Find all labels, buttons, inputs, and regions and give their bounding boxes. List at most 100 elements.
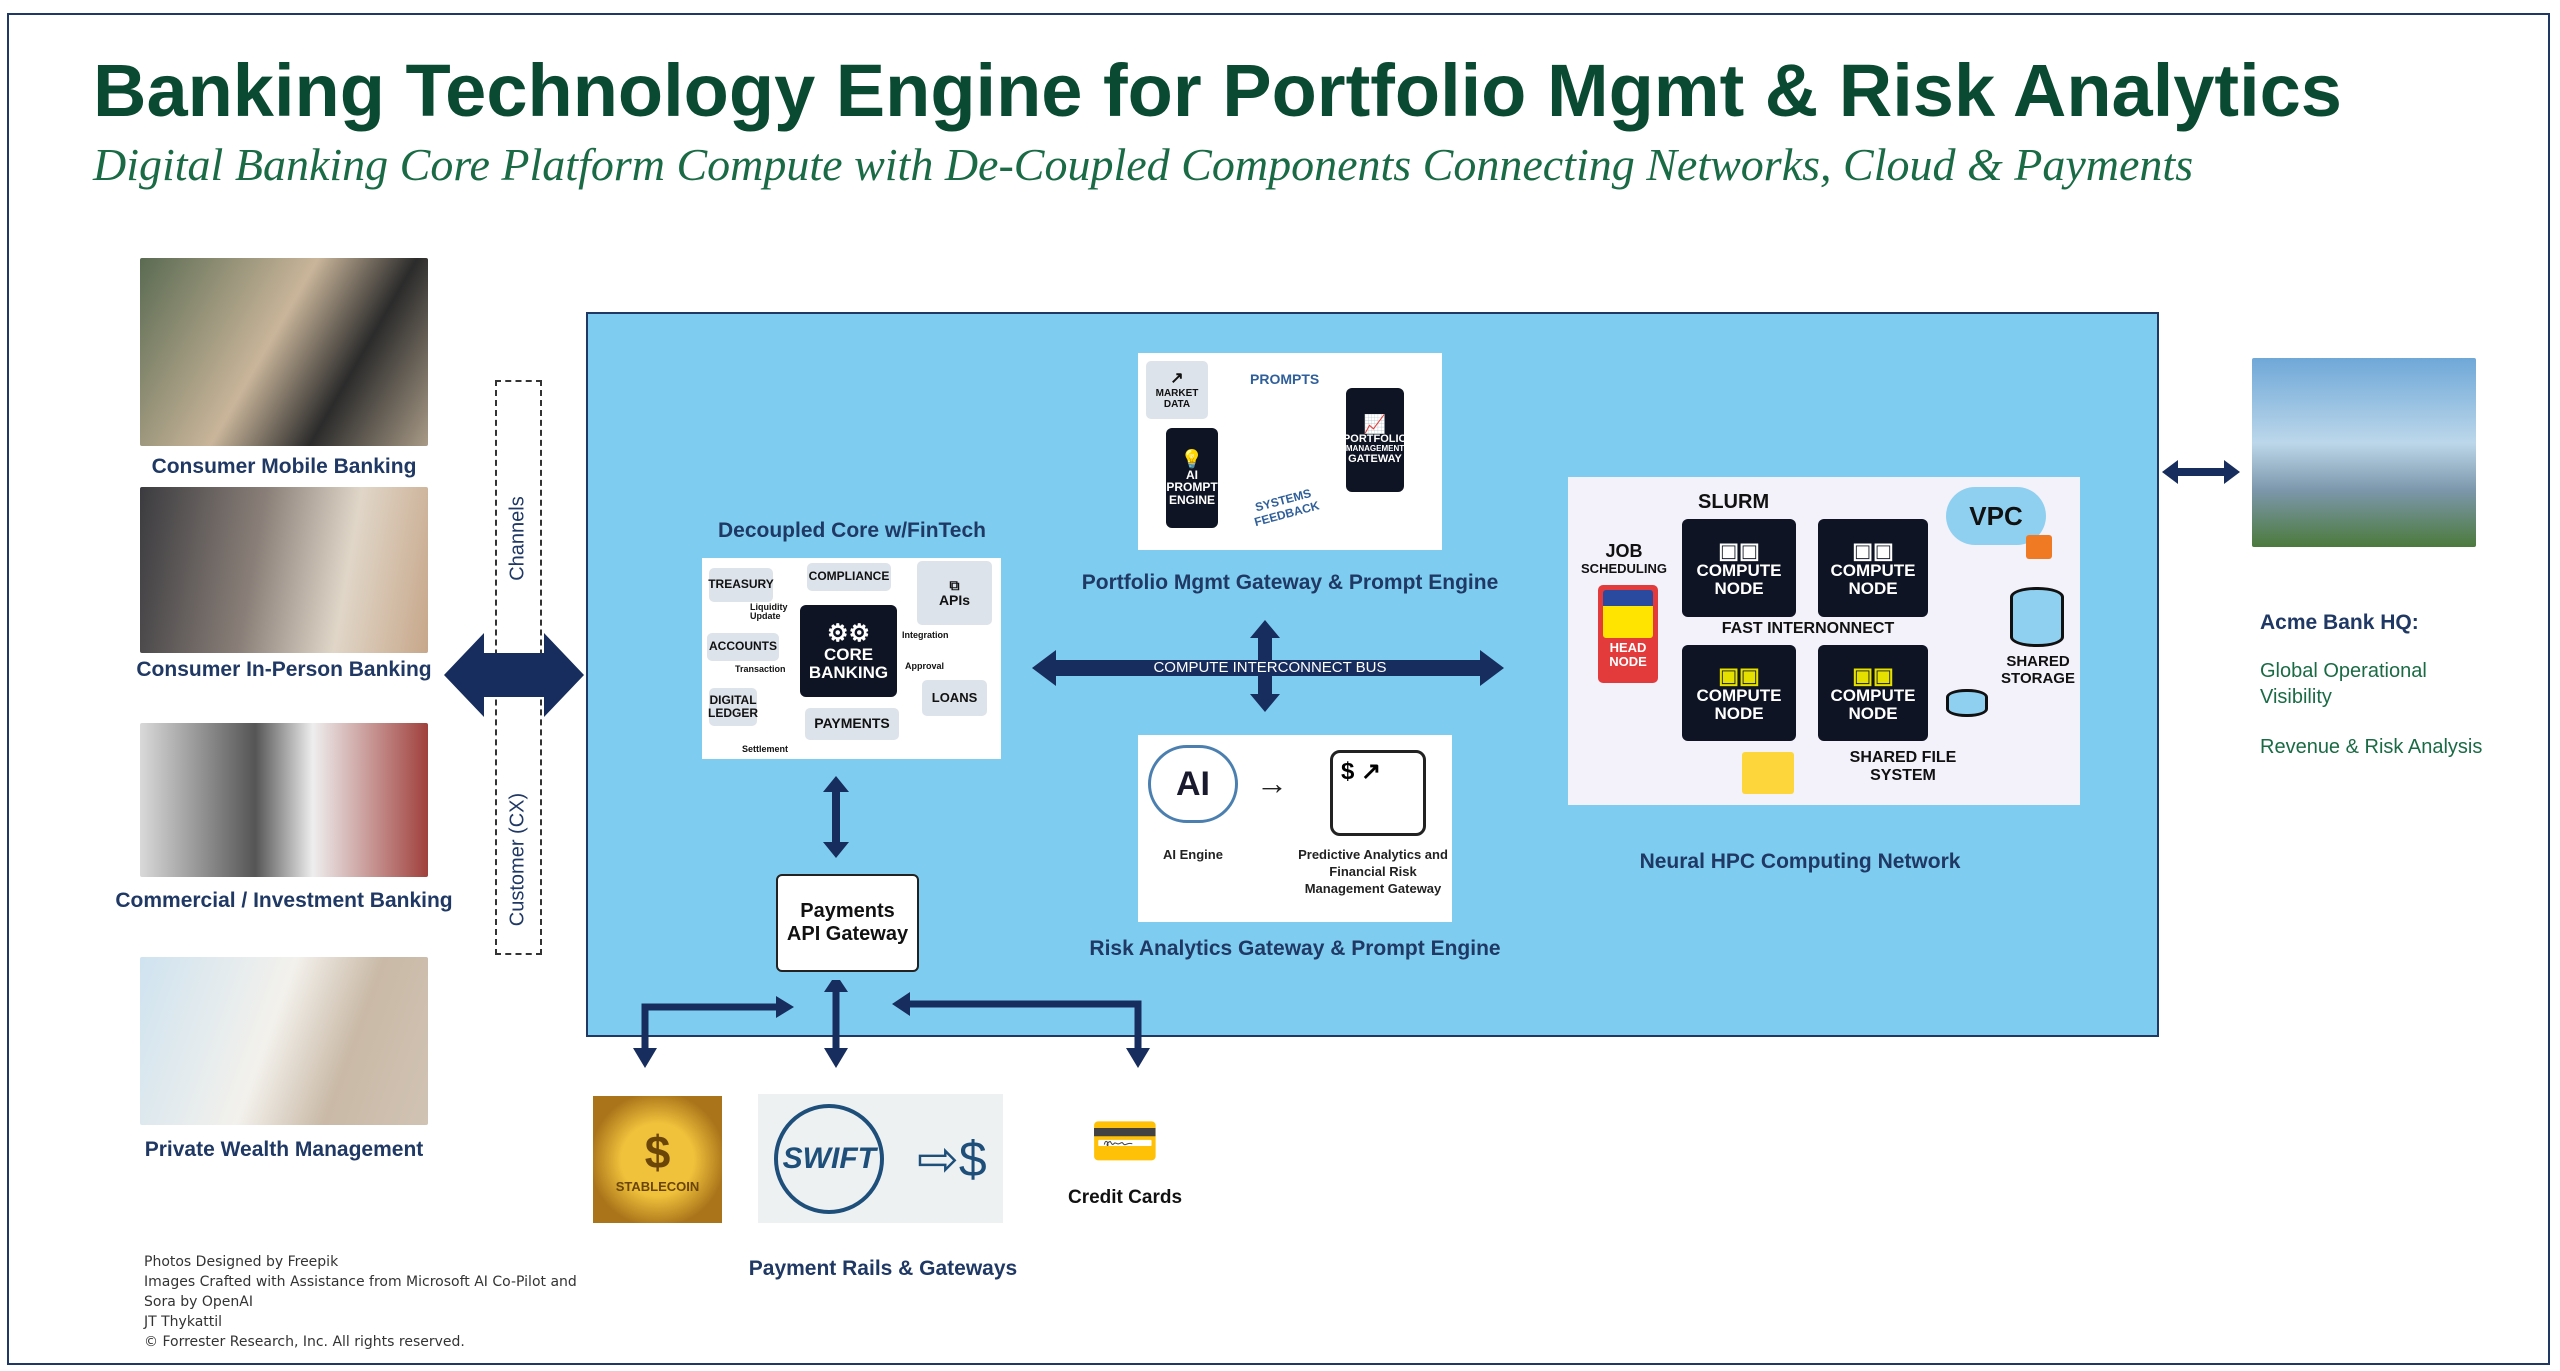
loans-box: LOANS — [922, 680, 987, 716]
hq-title: Acme Bank HQ: — [2260, 611, 2419, 634]
risk-diagram: AI → $ ↗ AI Engine Predictive Analytics … — [1138, 735, 1452, 922]
settlement-label: Settlement — [742, 744, 789, 754]
hq-double-arrow — [2162, 460, 2240, 484]
approval-label: Approval — [905, 661, 945, 671]
credit-line: Photos Designed by Freepik — [144, 1254, 339, 1270]
core-banking-box: ⚙⚙CORE BANKING — [800, 605, 897, 697]
swift-label: SWIFT — [782, 1141, 876, 1175]
credit-line: Images Crafted with Assistance from Micr… — [144, 1274, 577, 1290]
vpc-label: VPC — [1969, 500, 2023, 531]
ai-label: AI — [1176, 764, 1210, 803]
lock-icon — [2026, 535, 2052, 559]
credit-line: Sora by OpenAI — [144, 1294, 253, 1310]
bank-hq-photo — [2252, 358, 2476, 547]
shared-file-system-label: SHARED FILE SYSTEM — [1849, 749, 1957, 784]
apis-box: ⧉APIs — [917, 561, 992, 625]
label-in-person-banking: Consumer In-Person Banking — [136, 658, 432, 681]
payment-rails-title: Payment Rails & Gateways — [748, 1257, 1018, 1280]
gears-icon: ⚙⚙ — [826, 619, 871, 647]
copyright-line: © Forrester Research, Inc. All rights re… — [144, 1334, 465, 1350]
prompts-label: PROMPTS — [1250, 371, 1320, 387]
credit-cards-label: Credit Cards — [1067, 1187, 1183, 1208]
label-mobile-banking: Consumer Mobile Banking — [151, 455, 417, 478]
portfolio-diagram: ↗MARKET DATA PROMPTS 💡AI PROMPT ENGINE S… — [1138, 353, 1442, 550]
fast-interconnect-label: FAST INTERNONNECT — [1721, 620, 1895, 637]
accounts-box: ACCOUNTS — [707, 633, 779, 661]
channels-label: Channels — [506, 496, 529, 581]
gateway-label-1: PORTFOLIO — [1342, 432, 1408, 445]
photo-mobile-banking — [140, 258, 428, 446]
stablecoin-icon: $ — [644, 1126, 671, 1178]
core-banking-label: CORE BANKING — [808, 644, 889, 682]
compute-interconnect-bus-arrow — [1032, 620, 1504, 712]
photo-commercial-banking — [140, 723, 428, 877]
database-icon — [2010, 587, 2064, 647]
gpu-icon: ▣▣ — [1852, 537, 1894, 563]
payments-api-gateway[interactable]: Payments API Gateway — [776, 874, 919, 972]
job-label: JOB — [1605, 541, 1643, 561]
ai-brain-icon: AI — [1148, 745, 1238, 823]
head-node-label: HEAD NODE — [1609, 640, 1647, 670]
compute-node-2: ▣▣COMPUTE NODE — [1818, 519, 1928, 617]
compute-node-3: ▣▣COMPUTE NODE — [1682, 645, 1796, 741]
slide-frame — [7, 13, 2550, 1365]
ai-prompt-label: AI PROMPT ENGINE — [1166, 467, 1218, 507]
arrow-right-icon: → — [1256, 765, 1288, 801]
liquidity-label: Liquidity Update — [750, 602, 788, 621]
label-commercial-banking: Commercial / Investment Banking — [115, 889, 453, 912]
photo-in-person-banking — [140, 487, 428, 653]
payment-rails-arrows — [633, 980, 1150, 1068]
photo-private-wealth — [140, 957, 428, 1125]
apis-label: APIs — [938, 592, 971, 608]
compute-node-1: ▣▣COMPUTE NODE — [1682, 519, 1796, 617]
integration-label: Integration — [902, 630, 949, 640]
shared-storage-label: SHARED STORAGE — [2001, 653, 2075, 687]
treasury-box: TREASURY — [708, 568, 774, 602]
credit-cards-tile[interactable]: 💳 Credit Cards — [1063, 1091, 1187, 1225]
lightbulb-icon: 💡 — [1180, 448, 1204, 469]
channel-double-arrow — [444, 633, 584, 717]
risk-title: Risk Analytics Gateway & Prompt Engine — [1089, 937, 1501, 960]
core-title: Decoupled Core w/FinTech — [718, 519, 986, 542]
customer-cx-label: Customer (CX) — [506, 792, 529, 927]
market-data-label: MARKET DATA — [1155, 387, 1199, 410]
credit-line: JT Thykattil — [144, 1314, 223, 1330]
apis-icon: ⧉ — [949, 576, 960, 593]
payments-box: PAYMENTS — [805, 708, 899, 740]
ai-engine-label: AI Engine — [1163, 847, 1223, 862]
digital-ledger-box: DIGITAL LEDGER — [708, 688, 758, 726]
vpc-cloud-icon: VPC — [1946, 487, 2046, 545]
core-payments-arrow — [823, 776, 849, 858]
server-icon — [1603, 590, 1653, 638]
chip-icon: ▣▣ — [1718, 662, 1760, 688]
hq-line-2: Revenue & Risk Analysis — [2260, 736, 2483, 758]
card-payment-icon: ⇨$ — [916, 1130, 987, 1187]
bus-label: COMPUTE INTERCONNECT BUS — [1153, 659, 1387, 676]
folder-icon — [1742, 752, 1794, 794]
portfolio-title: Portfolio Mgmt Gateway & Prompt Engine — [1081, 571, 1499, 594]
disk-icon — [1946, 689, 1988, 717]
compute-node-4: ▣▣COMPUTE NODE — [1818, 645, 1928, 741]
slurm-label: SLURM — [1698, 491, 1770, 513]
swift-tile[interactable]: SWIFT ⇨$ — [758, 1094, 1003, 1223]
transaction-label: Transaction — [735, 664, 786, 674]
scheduling-label: SCHEDULING — [1581, 560, 1667, 576]
core-banking-diagram: TREASURY COMPLIANCE ⧉APIs Liquidity Upda… — [702, 558, 1001, 759]
payments-api-gateway-label: Payments API Gateway — [786, 900, 909, 945]
head-node: HEAD NODE — [1598, 585, 1658, 683]
stablecoin-tile[interactable]: $STABLECOIN — [593, 1096, 722, 1223]
credit-card-icon: 💳 — [1090, 1109, 1160, 1172]
market-data-box: ↗MARKET DATA — [1146, 361, 1208, 419]
hq-line-1: Global Operational Visibility — [2260, 660, 2427, 708]
analytics-chart-icon: $ ↗ — [1330, 750, 1426, 836]
feedback-label: SYSTEMS FEEDBACK — [1252, 486, 1321, 530]
predictive-analytics-label: Predictive Analytics and Financial Risk … — [1298, 847, 1448, 896]
compliance-box: COMPLIANCE — [807, 563, 891, 591]
chip-icon: ▣▣ — [1852, 662, 1894, 688]
label-private-wealth: Private Wealth Management — [144, 1138, 424, 1161]
stablecoin-label: STABLECOIN — [615, 1179, 700, 1194]
trend-icon: ↗ — [1170, 370, 1184, 388]
